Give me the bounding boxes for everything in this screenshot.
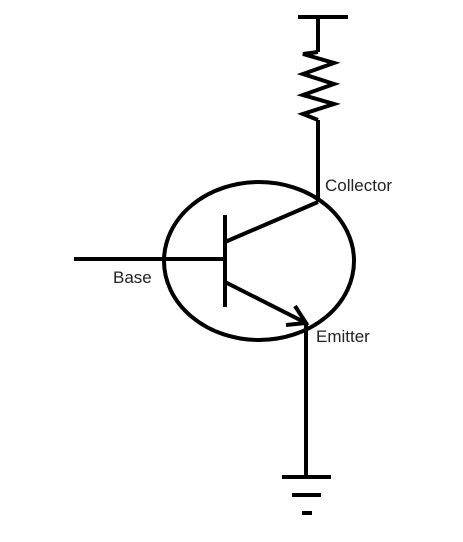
resistor — [296, 50, 341, 122]
collector-lead — [224, 200, 319, 244]
base-label: Base — [113, 268, 152, 287]
collector-label: Collector — [325, 176, 392, 195]
emitter-label: Emitter — [316, 327, 370, 346]
emitter-lead — [224, 280, 307, 325]
